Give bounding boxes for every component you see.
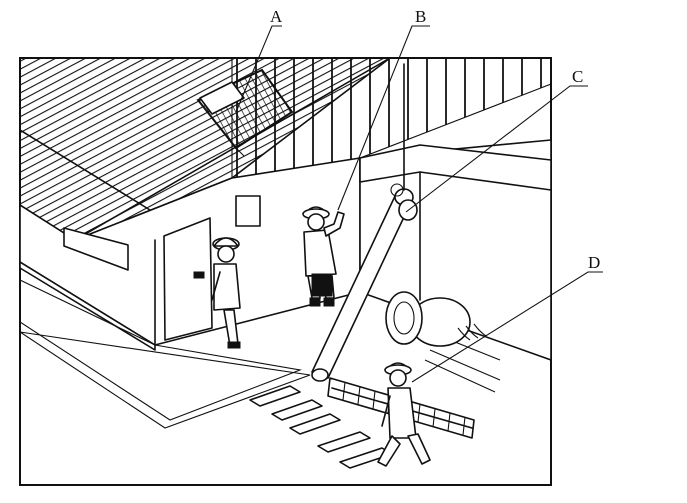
callout-label-d: D [588, 253, 600, 272]
callout-label-a: A [270, 7, 283, 26]
worker-at-door [211, 237, 241, 349]
worker-signalling [302, 206, 345, 307]
worker-walking [377, 362, 431, 467]
house-door [163, 217, 213, 341]
walkway-outline [20, 279, 303, 421]
wall-vent [235, 195, 261, 227]
callout-label-b: B [415, 7, 426, 26]
callout-leaders [235, 25, 603, 383]
house-window [63, 227, 129, 271]
cable-reel [385, 291, 487, 347]
crosswalk-stripes [249, 385, 393, 469]
callout-label-c: C [572, 67, 583, 86]
